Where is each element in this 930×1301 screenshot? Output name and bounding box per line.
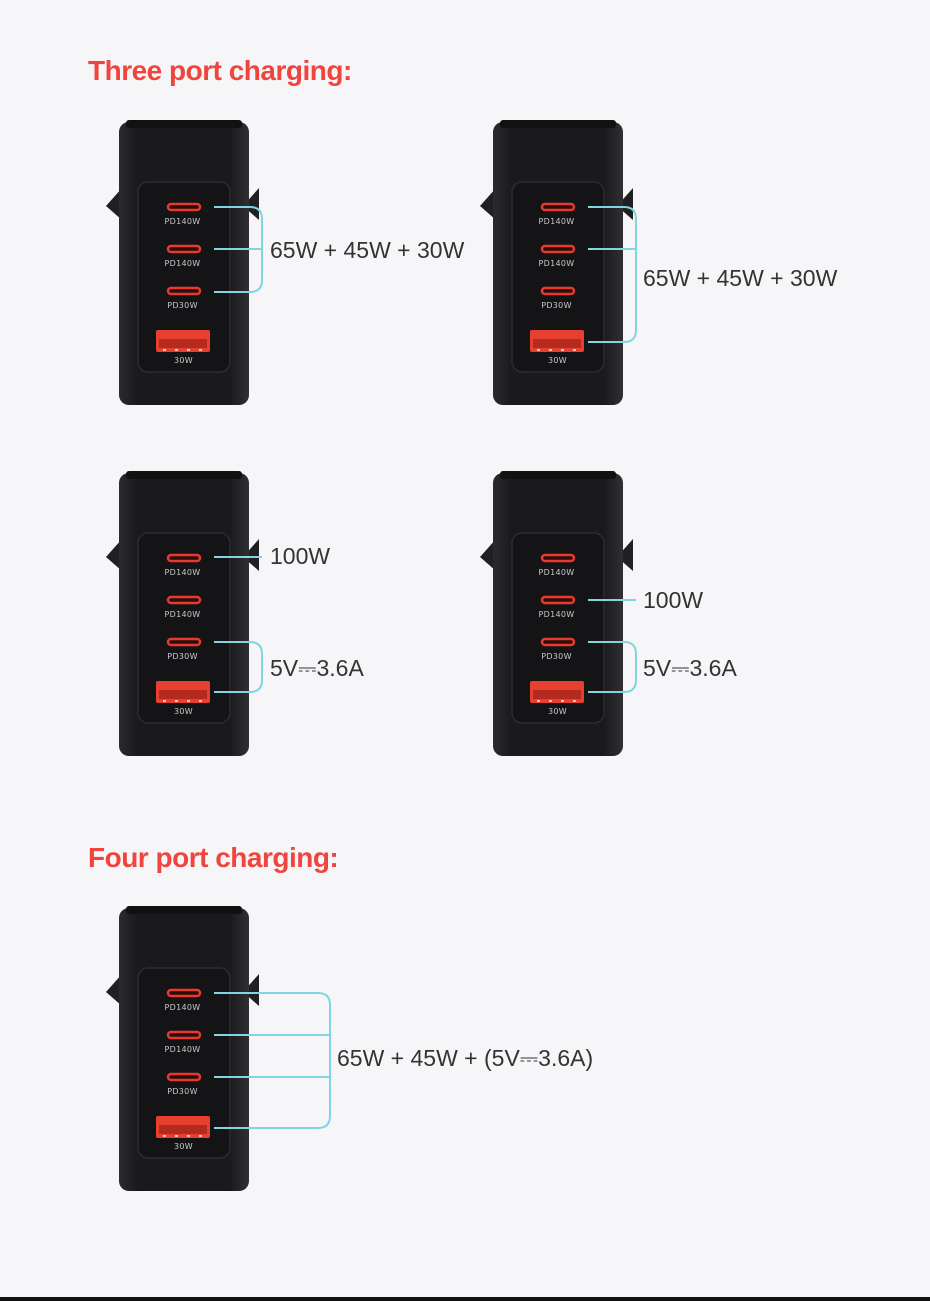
usb-c-port-1-label: PD140W <box>538 568 575 577</box>
usb-a-port-label: 30W <box>174 1142 193 1151</box>
usb-c-port-1-label: PD140W <box>164 568 201 577</box>
usb-c-port-1-label: PD140W <box>164 217 201 226</box>
callout-d3-c1: 100W <box>270 543 331 569</box>
bottom-rule <box>0 1297 930 1301</box>
usb-c-port-2-label: PD140W <box>164 610 201 619</box>
usb-c-port-1-label: PD140W <box>164 1003 201 1012</box>
usb-c-port-3-label: PD30W <box>167 301 198 310</box>
usb-c-port-3-label: PD30W <box>541 301 572 310</box>
four-port-heading: Four port charging: <box>88 842 339 873</box>
usb-c-port-2-label: PD140W <box>538 259 575 268</box>
charger-device-1: PD140W PD140W PD30W 30W <box>106 120 266 410</box>
callout-d4-c3a: 5V⎓3.6A <box>643 655 737 681</box>
usb-c-port-1-label: PD140W <box>538 217 575 226</box>
callout-d2: 65W + 45W + 30W <box>643 265 838 291</box>
three-port-heading: Three port charging: <box>88 55 352 86</box>
callout-d5: 65W + 45W + (5V⎓3.6A) <box>337 1045 594 1071</box>
charger-device-2: PD140W PD140W PD30W 30W <box>480 120 640 410</box>
usb-c-port-2-label: PD140W <box>164 259 201 268</box>
usb-a-port-label: 30W <box>548 356 567 365</box>
usb-a-port-label: 30W <box>174 356 193 365</box>
usb-c-port-2-label: PD140W <box>538 610 575 619</box>
charger-device-3: PD140W PD140W PD30W 30W <box>106 471 266 761</box>
charger-device-4: PD140W PD140W PD30W 30W <box>480 471 640 761</box>
callout-d3-c3a: 5V⎓3.6A <box>270 655 364 681</box>
usb-a-port-label: 30W <box>174 707 193 716</box>
callout-d1: 65W + 45W + 30W <box>270 237 465 263</box>
usb-c-port-2-label: PD140W <box>164 1045 201 1054</box>
charger-device-5: PD140W PD140W PD30W 30W <box>106 906 266 1196</box>
usb-a-port-label: 30W <box>548 707 567 716</box>
usb-c-port-3-label: PD30W <box>541 652 572 661</box>
callout-d4-c2: 100W <box>643 587 704 613</box>
usb-c-port-3-label: PD30W <box>167 652 198 661</box>
usb-c-port-3-label: PD30W <box>167 1087 198 1096</box>
